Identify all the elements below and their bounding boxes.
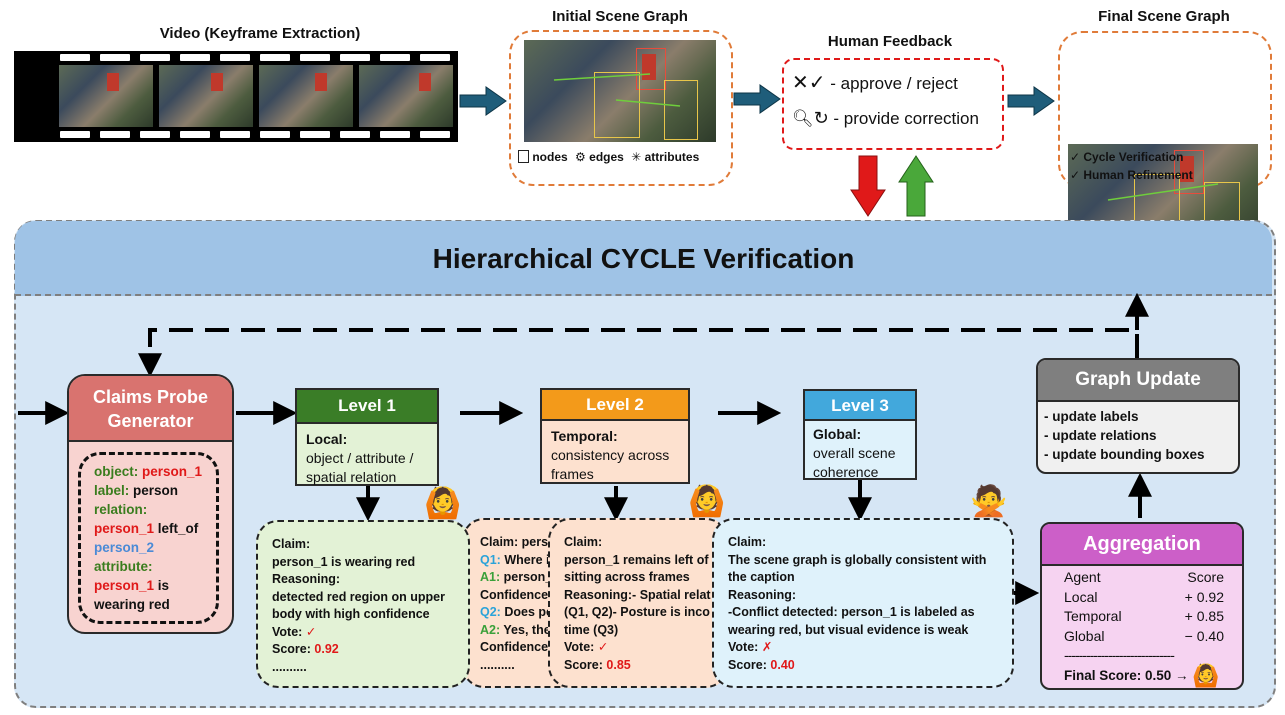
claims-generator-title: Claims Probe Generator	[92, 387, 209, 431]
graph-update-item: - update labels	[1044, 409, 1139, 424]
initial-title: Initial Scene Graph	[552, 8, 688, 25]
reject-icon: ✕	[792, 72, 809, 94]
person-reject-icon: 🙅	[970, 485, 1008, 518]
graph-update-items: - update labels - update relations - upd…	[1044, 407, 1205, 464]
vote-cross-icon: ✗	[761, 640, 773, 654]
person-approve-icon: 🙆	[424, 487, 462, 520]
level2-card: Claim: person_1 remains left of sitting …	[548, 518, 728, 688]
initial-legend: nodes ⚙ edges ✳ attributes	[518, 150, 728, 164]
level1-title: Level 1	[295, 388, 439, 424]
claims-content: object: person_1 label: person relation:…	[94, 464, 203, 612]
video-filmstrip	[14, 51, 458, 142]
level2-body: consistency across frames	[551, 447, 670, 482]
verification-panel-header	[15, 221, 1272, 296]
legend-attributes: attributes	[644, 150, 700, 164]
initial-scene-image	[524, 40, 716, 142]
video-title: Video (Keyframe Extraction)	[159, 25, 361, 42]
legend-nodes: nodes	[532, 150, 568, 164]
level1-body: object / attribute / spatial relation	[306, 450, 414, 485]
attributes-icon: ✳	[631, 150, 642, 164]
initial-box	[509, 30, 733, 186]
graph-update-item: - update relations	[1044, 428, 1157, 443]
level1-box: Level 1 Local: object / attribute / spati…	[295, 388, 439, 486]
graph-update-box: Graph Update - update labels - update re…	[1036, 358, 1240, 474]
feedback-box	[782, 58, 1004, 150]
approve-icon: ✓	[808, 72, 826, 94]
feedback-approve-row: ✕✓ - approve / reject	[792, 70, 958, 95]
level3-body: overall scene coherence	[813, 445, 896, 480]
level3-title: Level 3	[803, 389, 917, 421]
aggregation-header	[1042, 524, 1242, 566]
level1-card: Claim: person_1 is wearing red Reasoning…	[256, 520, 470, 688]
level2-title: Level 2	[540, 388, 690, 421]
level2-card-back: Claim: pers Q1: Where i A1: person_ Conf…	[462, 518, 582, 688]
graph-update-header	[1038, 360, 1238, 402]
graph-update-title: Graph Update	[1075, 369, 1201, 390]
red-down-arrow	[850, 155, 886, 217]
keyframe-2	[159, 65, 253, 127]
check-icon: ✓	[1070, 150, 1084, 164]
feedback-title: Human Feedback	[827, 33, 953, 50]
refresh-icon: ↻	[813, 108, 829, 128]
keyframe-4	[359, 65, 453, 127]
verification-panel-title: Hierarchical CYCLE Verification	[432, 243, 855, 274]
legend-edges: edges	[589, 150, 624, 164]
aggregation-title: Aggregation	[1083, 533, 1201, 555]
keyframe-1	[59, 65, 153, 127]
search-icon: 🔍︎	[792, 109, 814, 128]
final-check-2: ✓ Human Refinement	[1070, 168, 1193, 182]
level3-box: Level 3 Global: overall scene coherence	[803, 389, 917, 480]
feedback-correct-text: - provide correction	[833, 109, 979, 128]
level3-card: Claim: The scene graph is globally consi…	[712, 518, 1014, 688]
vote-check-icon: ✓	[305, 624, 317, 639]
graph-update-item: - update bounding boxes	[1044, 447, 1205, 462]
person-approve-icon: 🙆	[688, 485, 726, 518]
edges-icon: ⚙	[575, 150, 586, 164]
top-arrows	[459, 84, 1055, 217]
nodes-icon	[518, 150, 529, 163]
feedback-correct-row: 🔍︎↻ - provide correction	[792, 108, 979, 129]
green-up-arrow	[898, 155, 934, 217]
level3-head: Global:	[813, 426, 862, 442]
final-checks: ✓ Cycle Verification ✓ Human Refinement	[1070, 148, 1193, 184]
aggregation-final: Final Score: 0.50 → 🙆	[1064, 662, 1220, 688]
check-icon: ✓	[1070, 168, 1084, 182]
person-approve-icon: 🙆	[1192, 662, 1220, 688]
claims-generator: Claims Probe Generator object: person_1 …	[67, 374, 234, 634]
final-title: Final Scene Graph	[1098, 8, 1230, 25]
claims-inner-box	[78, 452, 219, 624]
level2-box: Level 2 Temporal: consistency across fram…	[540, 388, 690, 484]
level2-head: Temporal:	[551, 428, 618, 444]
keyframe-3	[259, 65, 353, 127]
level1-head: Local:	[306, 431, 348, 447]
claims-generator-header	[69, 376, 232, 442]
final-check-1: ✓ Cycle Verification	[1070, 150, 1184, 164]
feedback-approve-text: - approve / reject	[830, 74, 958, 93]
vote-check-icon: ✓	[597, 640, 609, 654]
